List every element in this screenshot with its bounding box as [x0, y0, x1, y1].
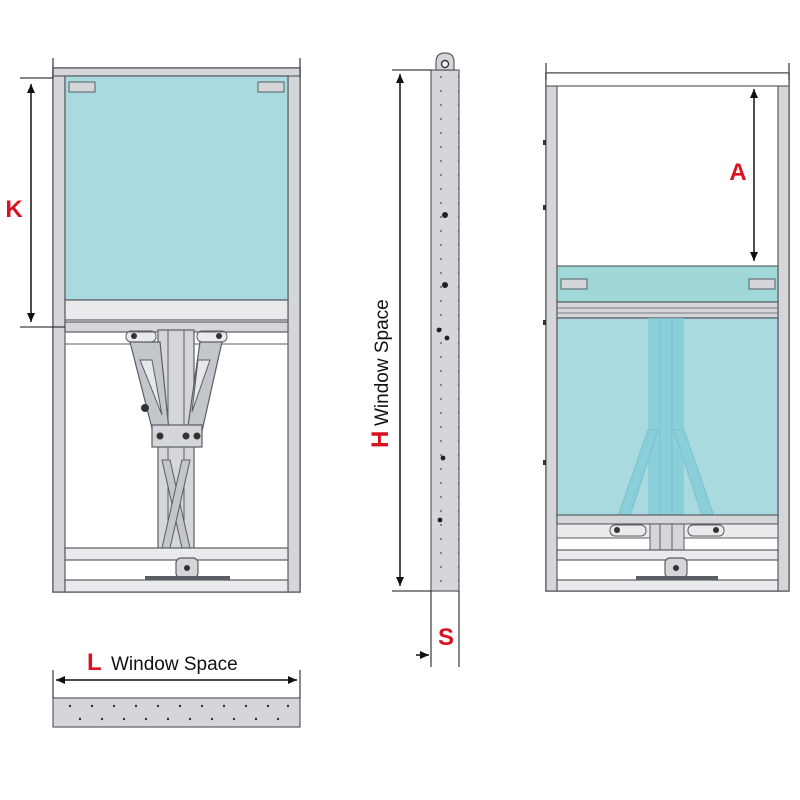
glass-handle-right	[257, 81, 285, 93]
screw-icon	[614, 527, 620, 533]
dim-letter-k: K	[5, 196, 23, 223]
dim-letter-l: L	[87, 649, 102, 676]
lift-bar-slot-right	[196, 330, 228, 343]
side-rail-holes	[436, 212, 450, 523]
front-view-closed: K	[5, 58, 301, 593]
screw-icon	[131, 333, 137, 339]
dim-letter-a: A	[729, 159, 746, 186]
frame-right-post	[287, 67, 301, 593]
bottom-rail-view: L Window Space	[52, 649, 301, 728]
glass-bottom-rail	[64, 299, 289, 321]
frame-right-post	[777, 72, 790, 592]
lower-rail	[64, 547, 289, 561]
dim-label-h: Window Space	[372, 299, 393, 426]
front-view-lowered: A	[543, 63, 790, 592]
screw-icon	[193, 432, 201, 440]
screw-icon	[156, 432, 164, 440]
dim-letter-s: S	[438, 624, 454, 651]
glass-handle-left	[560, 278, 588, 290]
dim-label-l: Window Space	[111, 654, 238, 675]
frame-top-rail	[52, 67, 301, 77]
base-rail	[64, 579, 289, 593]
side-view: H Window Space S	[367, 52, 460, 667]
glass-pane	[64, 75, 289, 301]
frame-left-post	[52, 67, 66, 593]
dim-letter-h: H	[367, 431, 394, 448]
bottom-rail	[52, 697, 301, 728]
bottom-rail-holes	[68, 704, 290, 721]
ghost-mechanism	[617, 318, 715, 517]
glass-rail	[556, 301, 779, 319]
glass-handle-left	[68, 81, 96, 93]
screw-icon	[713, 527, 719, 533]
frame-left-post	[545, 72, 558, 592]
screw-icon	[182, 432, 190, 440]
lift-bar	[556, 514, 779, 525]
pivot-plate	[151, 424, 203, 448]
pivot-hinge-icon	[141, 404, 149, 412]
lift-bar-slot-left	[125, 330, 157, 343]
glass-handle-right	[748, 278, 776, 290]
glass-top-band	[556, 265, 779, 303]
screw-icon	[216, 333, 222, 339]
base-rail	[556, 579, 779, 592]
lift-bar-slot-left	[609, 524, 647, 537]
frame-top-rail	[545, 72, 790, 87]
